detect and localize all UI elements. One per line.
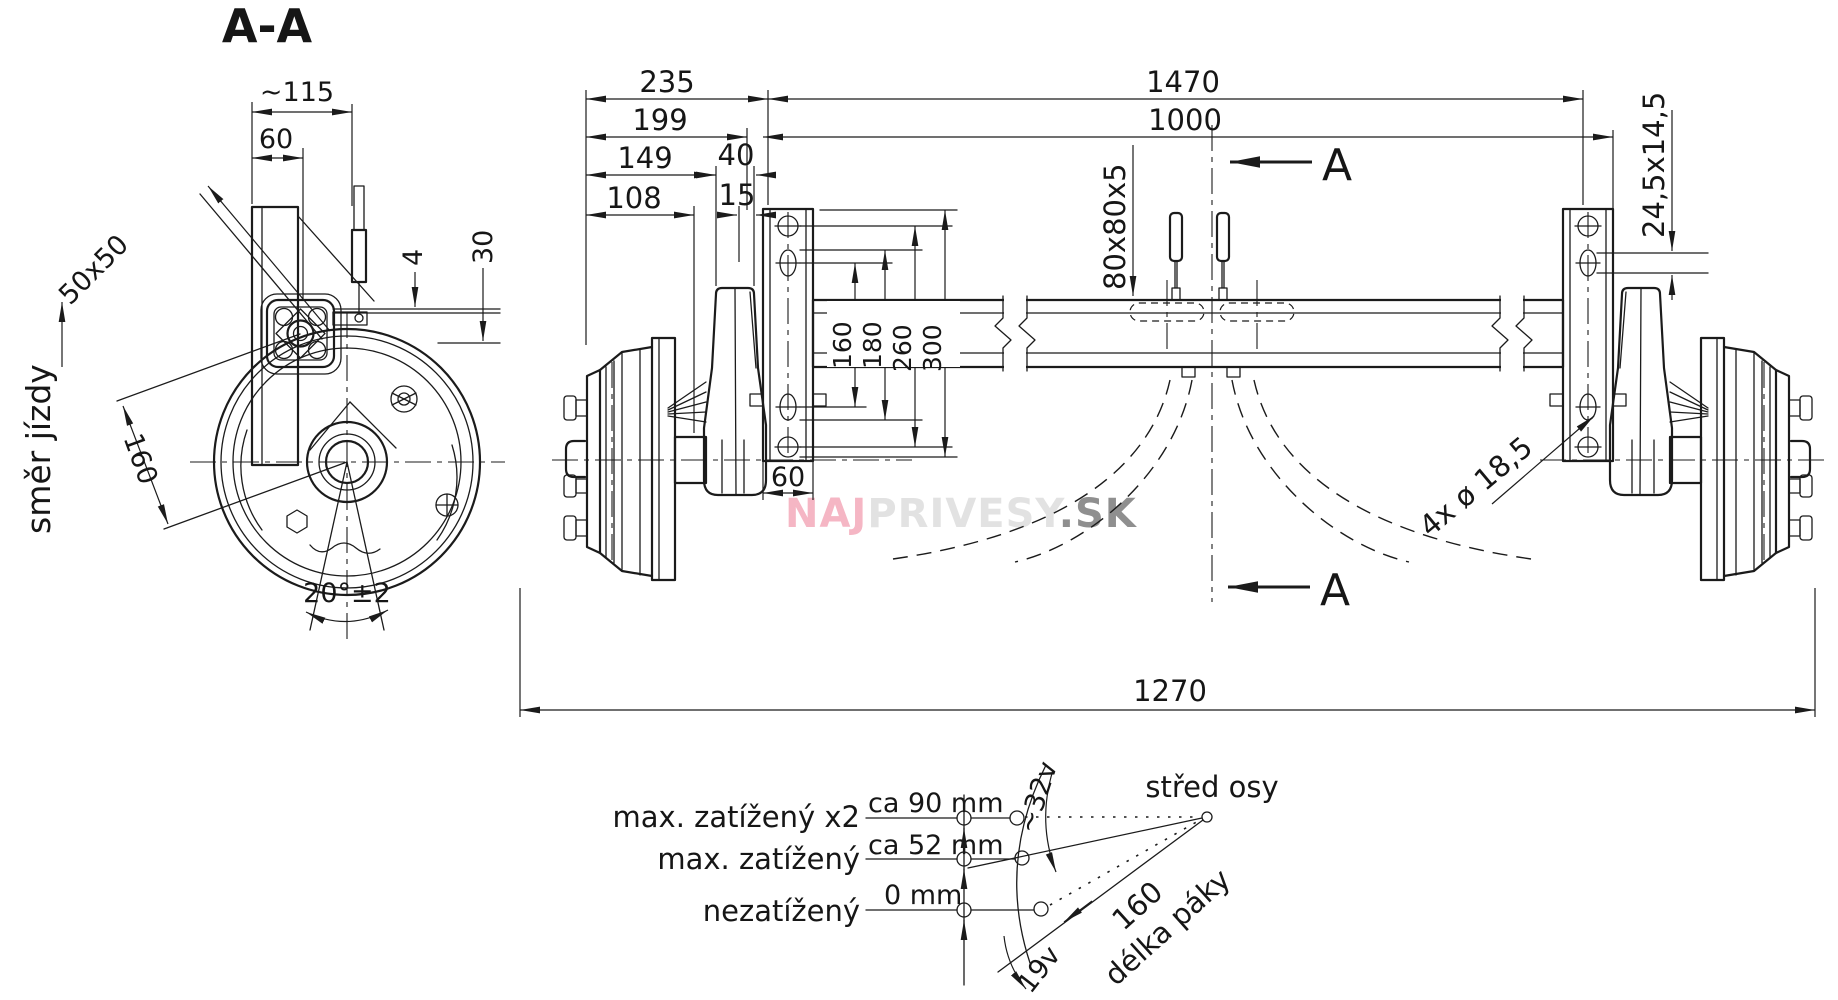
mounting-plate-right: [1549, 207, 1627, 463]
lever-diagram: max. zatížený x2 ca 90 mm max. zatížený …: [613, 758, 1279, 999]
dim-60-plate: 60: [771, 462, 805, 493]
row1-value: ca 90 mm: [868, 788, 1004, 819]
row3-value: 0 mm: [884, 880, 962, 911]
dim-1470: 1470: [1146, 65, 1220, 99]
watermark-naj: NAJ: [785, 491, 867, 537]
watermark-sk: .SK: [1059, 491, 1138, 537]
section-view: A-A směr jízdy ~115 60 50x50: [19, 0, 505, 640]
dim-115: ~115: [260, 77, 334, 108]
beam-break-gap-left: [1004, 298, 1026, 369]
row3-label: nezatížený: [703, 894, 860, 928]
plate-width-dimension: 60: [762, 461, 814, 500]
lever-length-label-group: 160 délka páky: [1098, 862, 1237, 992]
dim-40: 40: [718, 138, 755, 172]
swing-arm-left: [667, 286, 768, 497]
dim-beam-profile: 80x80x5: [1098, 163, 1132, 290]
hole-spacing-dimensions: 160 180 260 300: [799, 209, 960, 458]
dim-tube-50x50: 50x50: [53, 229, 135, 311]
dim-235: 235: [639, 65, 694, 99]
dim-hole-300: 300: [918, 324, 947, 372]
dim-1270: 1270: [1133, 674, 1207, 708]
mounting-plate-left: [749, 207, 827, 463]
slot-dimension: 24,5x14,5: [1596, 92, 1709, 300]
section-title: A-A: [222, 0, 313, 53]
watermark-text: NAJPRIVESY.SK: [785, 491, 1138, 537]
brake-cable-paths: [892, 379, 1532, 563]
section-marker-bottom: A: [1320, 565, 1350, 616]
dim-4: 4: [398, 249, 429, 266]
overall-dimension: 1270: [519, 588, 1816, 717]
direction-label: směr jízdy: [19, 364, 58, 534]
dim-hole-260: 260: [888, 324, 917, 372]
row1-label: max. zatížený x2: [613, 800, 860, 834]
dim-108: 108: [606, 181, 661, 215]
dim-angle-20: 20°±2: [303, 578, 391, 609]
dim-holes-count: 4x ø 18,5: [1413, 430, 1539, 544]
axle-tube-cross-section: [260, 293, 342, 375]
row2-value: ca 52 mm: [868, 830, 1004, 861]
axis-center-label: střed osy: [1145, 770, 1278, 804]
dim-1000: 1000: [1148, 103, 1222, 137]
dim-hole-160: 160: [828, 321, 857, 369]
row2-label: max. zatížený: [657, 842, 860, 876]
dim-15: 15: [719, 178, 756, 212]
holes-leader: [1491, 415, 1595, 505]
main-view: A A: [519, 65, 1824, 717]
top-dimensions: 235 1470 199 1000 149 40 108 15: [585, 65, 1614, 433]
dim-30: 30: [468, 230, 499, 264]
brake-drum-right: [1699, 336, 1813, 582]
dim-60-section: 60: [259, 124, 293, 155]
brake-levers: [1129, 211, 1295, 378]
swing-arm-right: [1608, 286, 1709, 497]
section-plate: [250, 205, 375, 467]
dim-149: 149: [617, 141, 672, 175]
brake-cable-adjuster: [332, 185, 368, 326]
section-marker-top: A: [1322, 140, 1352, 191]
angle-lower-label: 19v: [1012, 940, 1067, 999]
dim-hole-180: 180: [858, 321, 887, 369]
beam-break-gap-right: [1501, 298, 1523, 369]
dim-160-section: 160: [117, 430, 164, 489]
dim-199: 199: [632, 103, 687, 137]
angle-upper-label: ~32v: [1012, 758, 1064, 837]
dim-slot: 24,5x14,5: [1637, 92, 1671, 238]
watermark-privesy: PRIVESY: [867, 491, 1065, 537]
brake-drum-left: [563, 336, 677, 582]
